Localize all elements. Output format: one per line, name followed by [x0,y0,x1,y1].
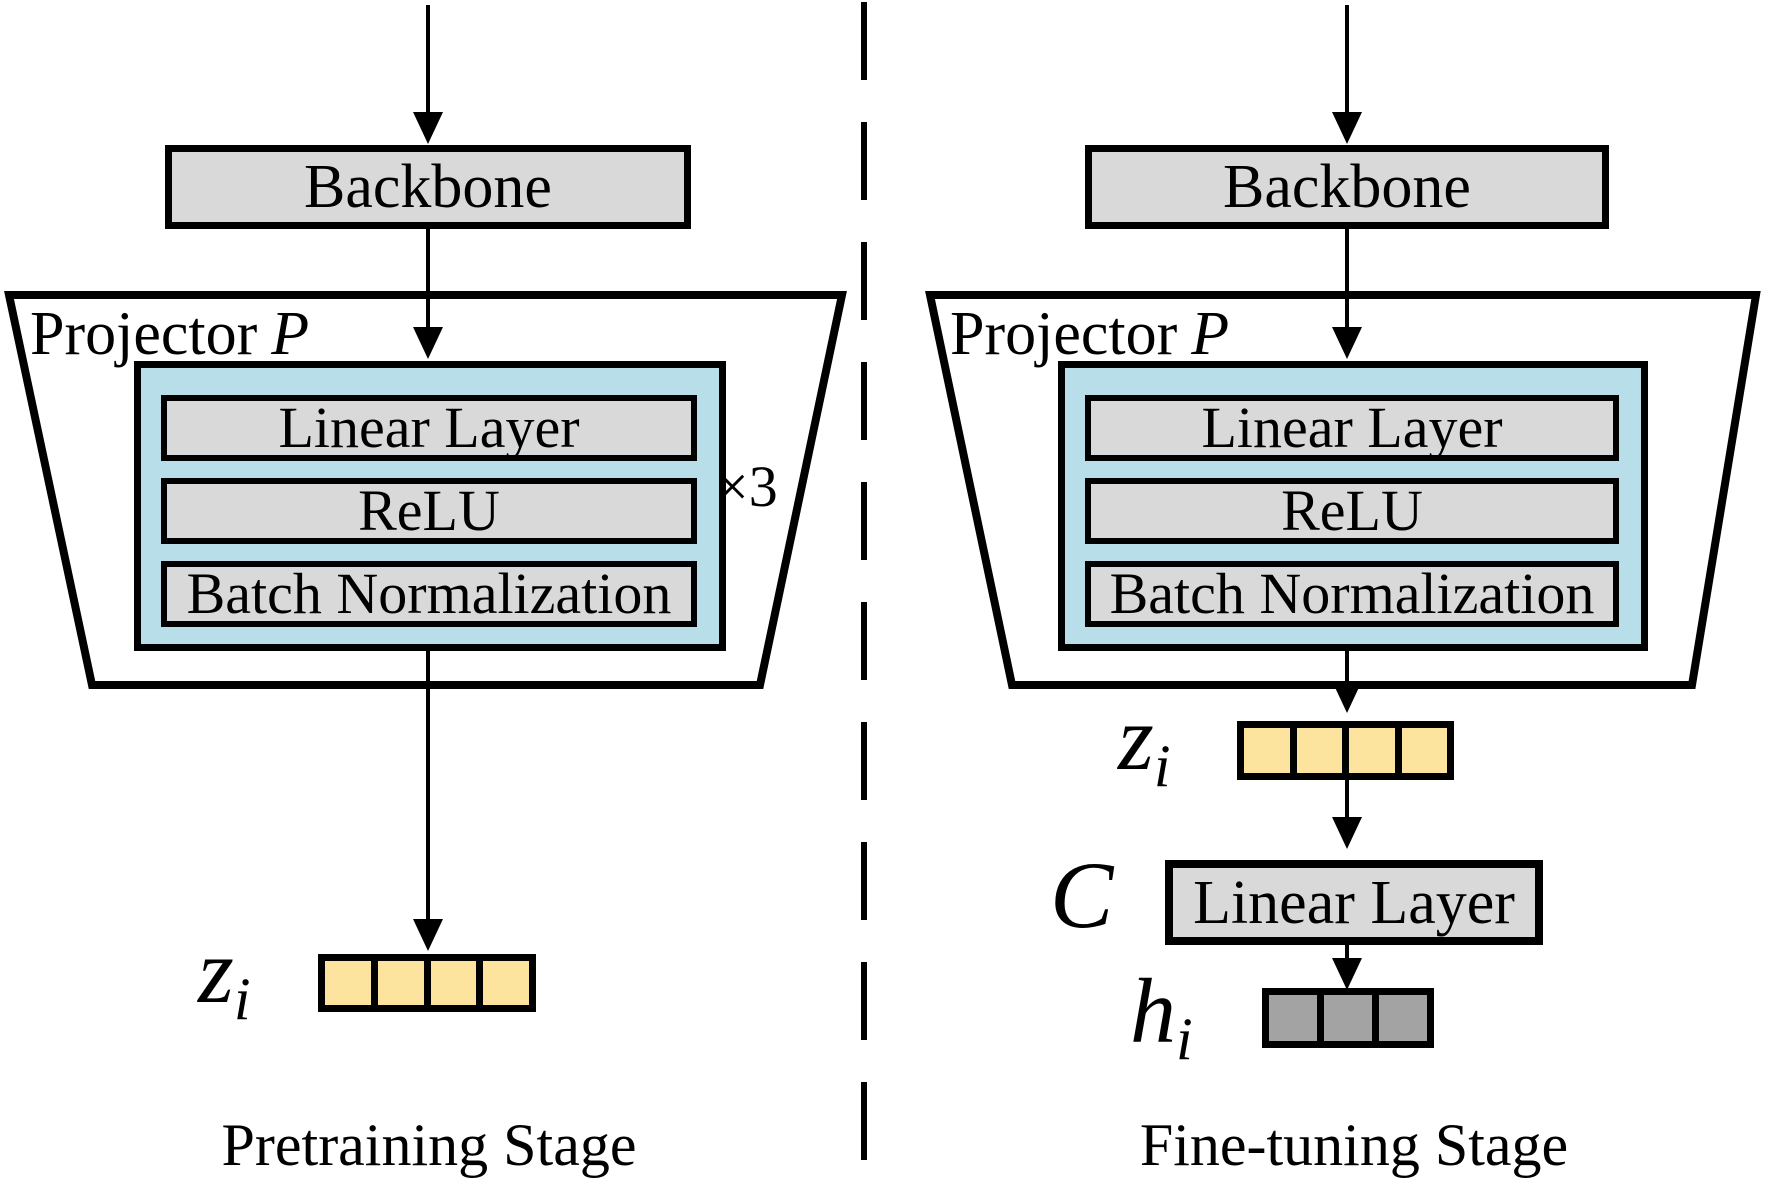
projector-mlp-block-right: Linear Layer ReLU Batch Normalization [1058,361,1648,651]
arrow-backbone-to-projector-left [413,229,443,359]
z-vector-cell [1296,728,1349,773]
classifier-linear-layer-label: Linear Layer [1193,868,1515,937]
arrow-classifier-to-h-right [1332,945,1362,990]
classifier-symbol-label: C [1050,842,1114,948]
pretraining-stage-caption: Pretraining Stage [221,1112,637,1178]
z-vector-cell [377,961,431,1005]
h-vector [1262,988,1434,1048]
linear-layer-box-right: Linear Layer [1085,395,1619,461]
projector-symbol-left: P [271,300,310,368]
z-symbol-right: z [1118,687,1154,789]
projector-word-right: Projector [950,300,1178,368]
fine-tuning-stage-caption: Fine-tuning Stage [1139,1112,1569,1178]
batch-normalization-box-right: Batch Normalization [1085,561,1619,627]
z-vector-cell [1244,728,1297,773]
z-vector-right [1237,721,1454,780]
h-vector-cell [1269,995,1324,1041]
backbone-box-left: Backbone [165,145,691,229]
projector-word-left: Projector [30,300,258,368]
h-symbol: h [1130,960,1176,1062]
z-vector-cell [483,961,529,1005]
backbone-box-right: Backbone [1085,145,1609,229]
z-vector-cell [430,961,484,1005]
arrow-z-to-classifier-right [1332,780,1362,849]
repeat-times-3-label: ×3 [716,454,778,519]
z-vector-left [318,954,536,1012]
projector-mlp-block-left: Linear Layer ReLU Batch Normalization [134,361,726,651]
z-vector-cell [1349,728,1402,773]
relu-box-right: ReLU [1085,478,1619,544]
arrow-backbone-to-projector-right [1332,229,1362,359]
classifier-linear-layer-box: Linear Layer [1165,860,1543,945]
z-subscript-left: i [233,965,251,1032]
batch-normalization-box-left: Batch Normalization [161,561,697,627]
arrow-projector-to-z-left [413,648,443,951]
z-vector-cell [1401,728,1447,773]
h-vector-cell [1379,995,1427,1041]
arrow-input-to-backbone-right [1332,5,1362,144]
linear-layer-label-left: Linear Layer [278,395,580,460]
batch-normalization-label-left: Batch Normalization [186,561,672,626]
arrow-projector-to-z-right [1332,650,1362,713]
h-vector-label: hi [1130,965,1193,1069]
linear-layer-box-left: Linear Layer [161,395,697,461]
linear-layer-label-right: Linear Layer [1201,395,1503,460]
relu-label-right: ReLU [1281,478,1423,543]
z-vector-cell [325,961,378,1005]
z-vector-label-right: zi [1118,692,1170,796]
z-subscript-right: i [1153,732,1171,799]
arrow-input-to-backbone-left [413,5,443,144]
relu-label-left: ReLU [358,478,500,543]
relu-box-left: ReLU [161,478,697,544]
backbone-label-left: Backbone [304,153,552,221]
z-vector-label-left: zi [198,925,250,1029]
z-symbol-left: z [198,920,234,1022]
projector-symbol-right: P [1191,300,1230,368]
h-vector-cell [1324,995,1379,1041]
backbone-label-right: Backbone [1223,153,1471,221]
h-subscript: i [1176,1005,1193,1072]
batch-normalization-label-right: Batch Normalization [1109,561,1595,626]
